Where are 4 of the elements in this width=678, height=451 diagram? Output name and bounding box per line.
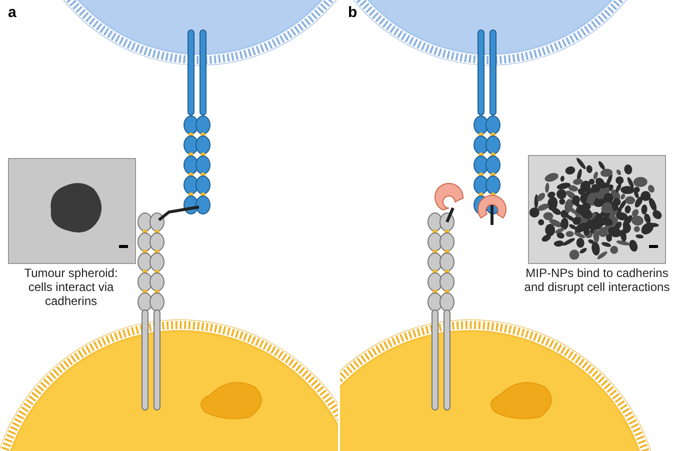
caption: Tumour spheroid: cells interact via cadherins	[23, 266, 119, 308]
caption: MIP-NPs bind to cadherins and disrupt cell interactions	[523, 266, 671, 294]
panel-label: a	[8, 4, 16, 21]
panel-label: b	[348, 4, 358, 21]
